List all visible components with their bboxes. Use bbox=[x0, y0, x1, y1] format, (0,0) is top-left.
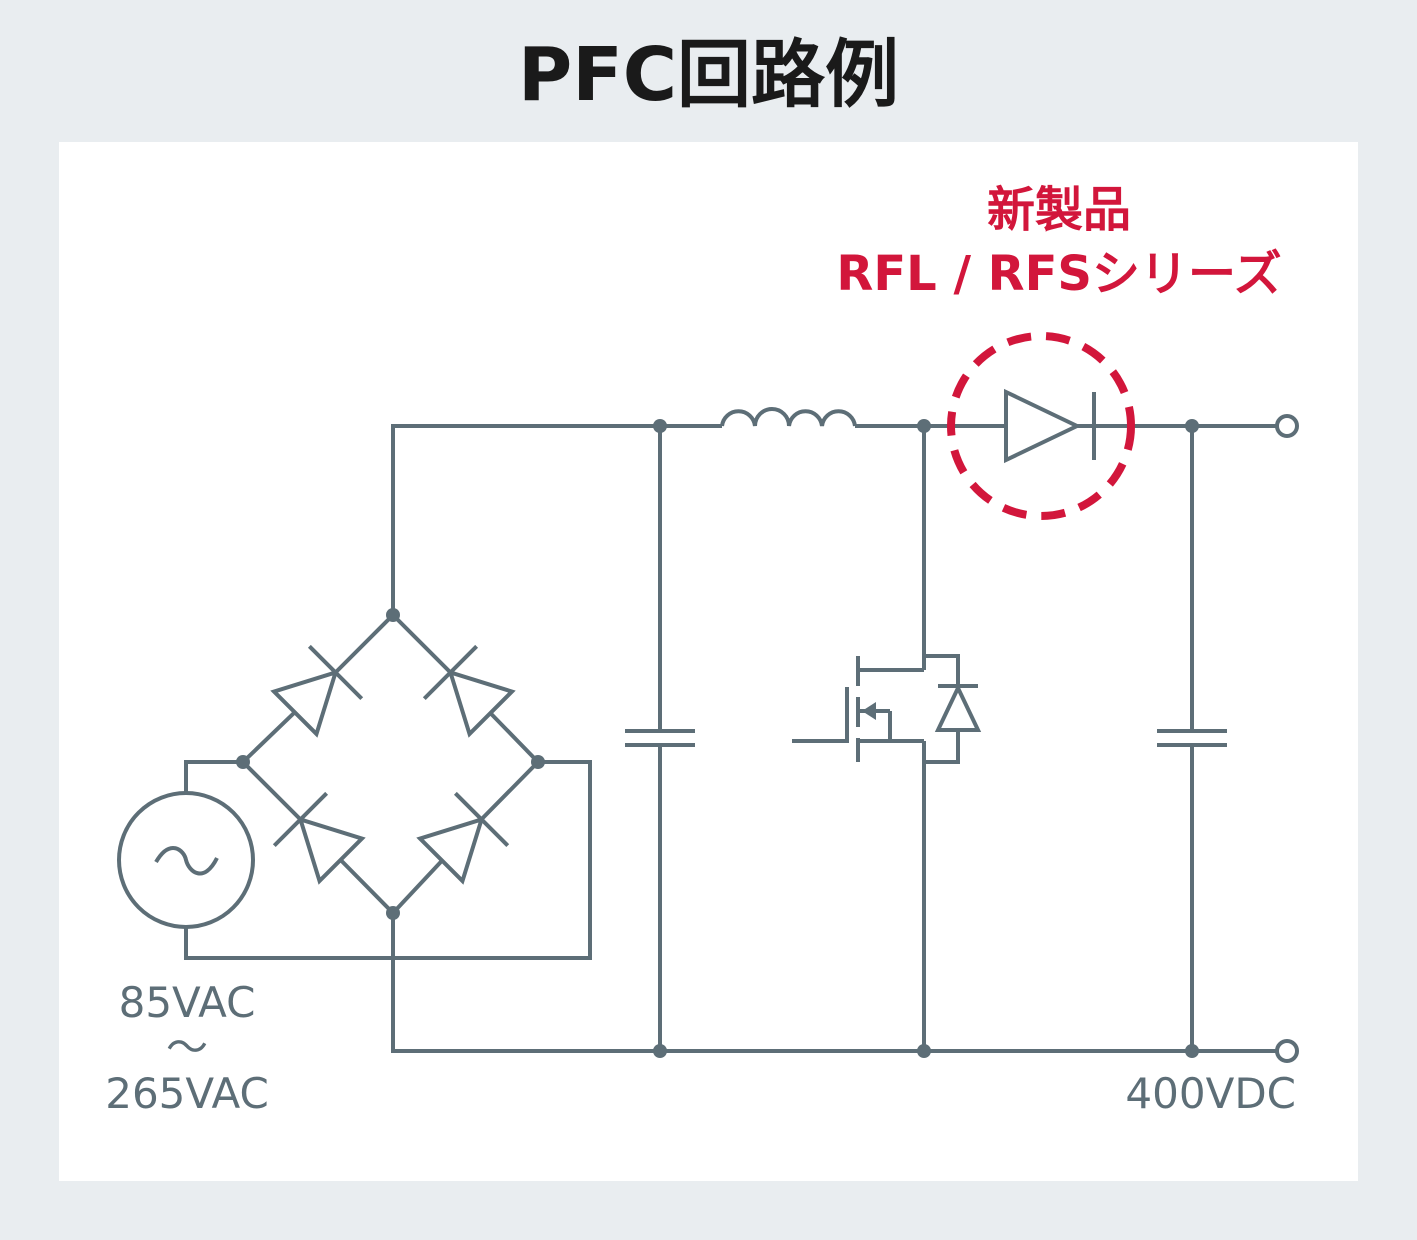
sine-wave-icon bbox=[154, 846, 219, 876]
output-terminal-positive bbox=[1275, 414, 1299, 438]
callout-series-name: RFL / RFSシリーズ bbox=[836, 246, 1281, 302]
bridge-diode-upper-left bbox=[270, 644, 364, 738]
input-voltage-low: 85VAC bbox=[119, 978, 256, 1027]
boost-inductor bbox=[720, 407, 857, 427]
junction-dots bbox=[236, 419, 1199, 1058]
bridge-diode-lower-left bbox=[272, 791, 366, 885]
bridge-rectifier bbox=[240, 613, 541, 916]
input-capacitor bbox=[625, 729, 695, 747]
output-terminal-negative bbox=[1275, 1039, 1299, 1063]
input-voltage-range-symbol: 〜 bbox=[166, 1023, 208, 1072]
highlight-ring bbox=[947, 332, 1135, 520]
input-voltage-high: 265VAC bbox=[105, 1069, 269, 1118]
wires bbox=[184, 424, 1276, 1053]
boost-diode bbox=[1004, 388, 1096, 464]
bridge-diode-lower-right bbox=[416, 791, 510, 885]
page-title: PFC回路例 bbox=[517, 32, 900, 118]
diagram-panel bbox=[59, 142, 1358, 1181]
ac-source bbox=[117, 791, 255, 929]
mosfet-switch bbox=[792, 654, 982, 764]
output-capacitor bbox=[1157, 729, 1227, 747]
bridge-diode-upper-right bbox=[422, 644, 516, 738]
callout-new-product: 新製品 bbox=[987, 182, 1131, 238]
output-voltage: 400VDC bbox=[1125, 1069, 1296, 1118]
